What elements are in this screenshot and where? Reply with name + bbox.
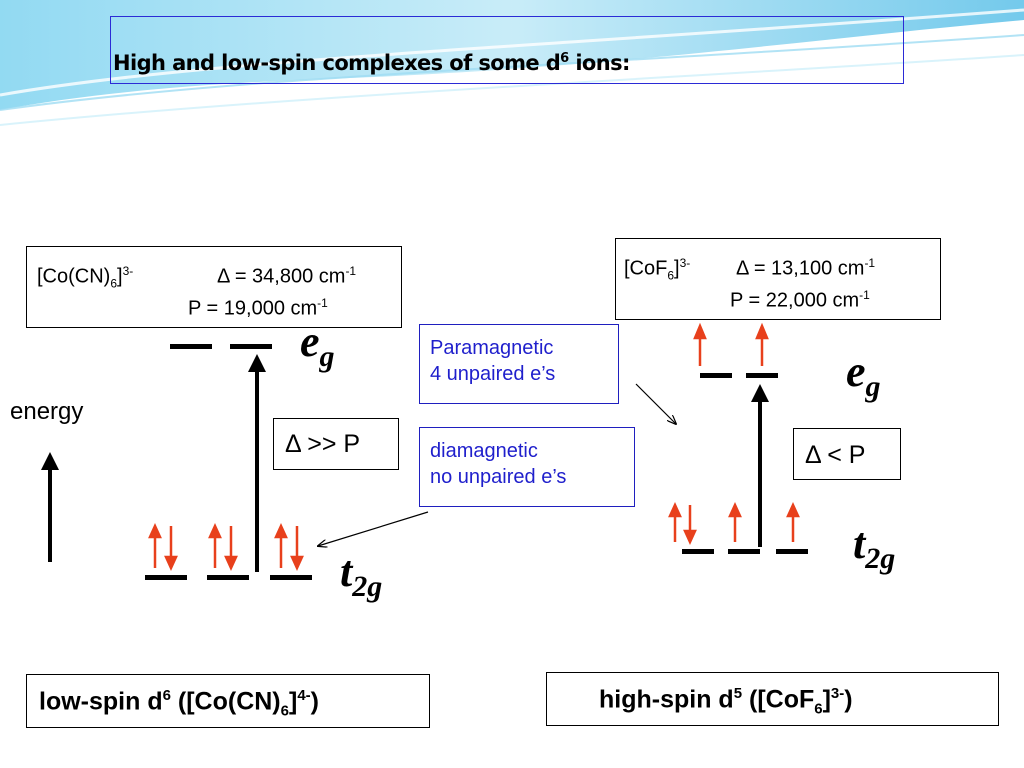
background-waves bbox=[0, 0, 1024, 126]
right-pairing-value: P = 22,000 cm-1 bbox=[730, 288, 870, 312]
right-eg-orbital-1 bbox=[700, 373, 732, 378]
left-delta-value: Δ = 34,800 cm-1 bbox=[217, 264, 357, 288]
right-complex-formula: [CoF6]3- bbox=[624, 256, 691, 283]
right-delta-value: Δ = 13,100 cm-1 bbox=[736, 256, 876, 280]
left-eg-label: eg bbox=[300, 317, 335, 373]
left-condition-box: Δ >> P bbox=[273, 418, 399, 470]
right-eg-label: eg bbox=[846, 347, 881, 403]
paramagnetic-box: Paramagnetic 4 unpaired e’s bbox=[419, 324, 619, 404]
low-spin-summary-box: low-spin d6 ([Co(CN)6]4-) bbox=[26, 674, 430, 728]
right-condition-box: Δ < P bbox=[793, 428, 901, 480]
right-eg-electron-1 bbox=[693, 322, 707, 366]
left-pairing-value: P = 19,000 cm-1 bbox=[188, 296, 328, 320]
title-box: High and low-spin complexes of some d6 i… bbox=[110, 16, 904, 84]
left-t2g-label: t2g bbox=[340, 547, 383, 603]
right-complex-box: [CoF6]3- Δ = 13,100 cm-1 P = 22,000 cm-1 bbox=[615, 238, 941, 320]
left-eg-orbital-1 bbox=[170, 344, 212, 349]
left-t2g-orbital-1 bbox=[145, 575, 187, 580]
right-electron-single-2 bbox=[728, 501, 742, 542]
left-eg-orbital-2 bbox=[230, 344, 272, 349]
right-eg-electron-2 bbox=[755, 322, 769, 366]
left-electron-pair-2 bbox=[208, 522, 238, 572]
left-complex-box: [Co(CN)6]3- Δ = 34,800 cm-1 P = 19,000 c… bbox=[26, 246, 402, 328]
paramagnetic-pointer bbox=[635, 383, 676, 424]
left-electron-pair-1 bbox=[148, 522, 178, 572]
left-complex-formula: [Co(CN)6]3- bbox=[37, 264, 134, 291]
right-delta-arrow bbox=[751, 384, 769, 547]
diamagnetic-box: diamagnetic no unpaired e’s bbox=[419, 427, 635, 507]
diamagnetic-pointer bbox=[318, 511, 429, 546]
high-spin-summary: high-spin d5 ([CoF6]3-) bbox=[599, 685, 853, 718]
right-t2g-label: t2g bbox=[853, 519, 896, 575]
right-eg-orbital-2 bbox=[746, 373, 778, 378]
energy-axis-label: energy bbox=[10, 398, 84, 425]
right-condition: Δ < P bbox=[805, 441, 866, 469]
right-electron-pair-1 bbox=[668, 501, 697, 546]
right-t2g-orbital-2 bbox=[728, 549, 760, 554]
low-spin-summary: low-spin d6 ([Co(CN)6]4-) bbox=[39, 687, 319, 720]
diamagnetic-label: diamagnetic bbox=[430, 440, 538, 462]
left-delta-arrow bbox=[248, 354, 266, 572]
right-t2g-orbital-1 bbox=[682, 549, 714, 554]
right-electron-single-3 bbox=[786, 501, 800, 542]
high-spin-summary-box: high-spin d5 ([CoF6]3-) bbox=[546, 672, 999, 726]
paramagnetic-unpaired: 4 unpaired e’s bbox=[430, 363, 556, 385]
diamagnetic-unpaired: no unpaired e’s bbox=[430, 466, 567, 488]
left-electron-pair-3 bbox=[274, 522, 304, 572]
paramagnetic-label: Paramagnetic bbox=[430, 337, 554, 359]
right-t2g-orbital-3 bbox=[776, 549, 808, 554]
left-condition: Δ >> P bbox=[285, 430, 361, 458]
left-t2g-orbital-2 bbox=[207, 575, 249, 580]
page-title: High and low-spin complexes of some d6 i… bbox=[113, 51, 630, 75]
left-t2g-orbital-3 bbox=[270, 575, 312, 580]
energy-arrow bbox=[41, 452, 59, 562]
